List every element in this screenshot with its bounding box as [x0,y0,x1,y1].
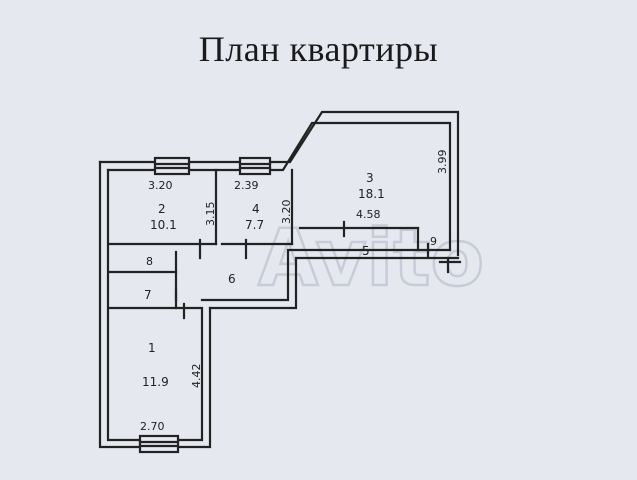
room4-width: 2.39 [234,179,259,192]
space6-label: 6 [228,272,236,286]
window-room2 [153,156,191,176]
window-room4 [238,156,272,176]
outer-wall-bottom-inner [200,248,452,302]
room2-number: 2 [158,202,166,216]
room3-area: 18.1 [358,187,385,201]
room3-width: 4.58 [356,208,381,221]
room3-height: 3.99 [436,150,449,175]
room3-number: 3 [366,171,374,185]
room1-width: 2.70 [140,420,165,433]
room2-area: 10.1 [150,218,177,232]
room1-area: 11.9 [142,375,169,389]
room1-number: 1 [148,341,156,355]
room2-width: 3.20 [148,179,173,192]
window-room1 [138,434,180,454]
space5-label: 5 [362,244,370,258]
outer-wall-left-inner [106,168,204,442]
room4-area: 7.7 [245,218,264,232]
space8-label: 8 [146,255,153,268]
outer-wall-bottom [208,256,460,310]
space7-label: 7 [144,288,152,302]
plan-title: План квартиры [198,29,439,69]
outer-wall-top [98,110,460,257]
room4-height: 3.20 [280,200,293,225]
room1-height: 4.42 [190,364,203,389]
outer-wall-top-inner [106,121,452,252]
outer-wall-left [98,160,212,449]
space9-label: 9 [430,235,437,248]
room2-height: 3.15 [204,202,217,227]
room4-number: 4 [252,202,260,216]
